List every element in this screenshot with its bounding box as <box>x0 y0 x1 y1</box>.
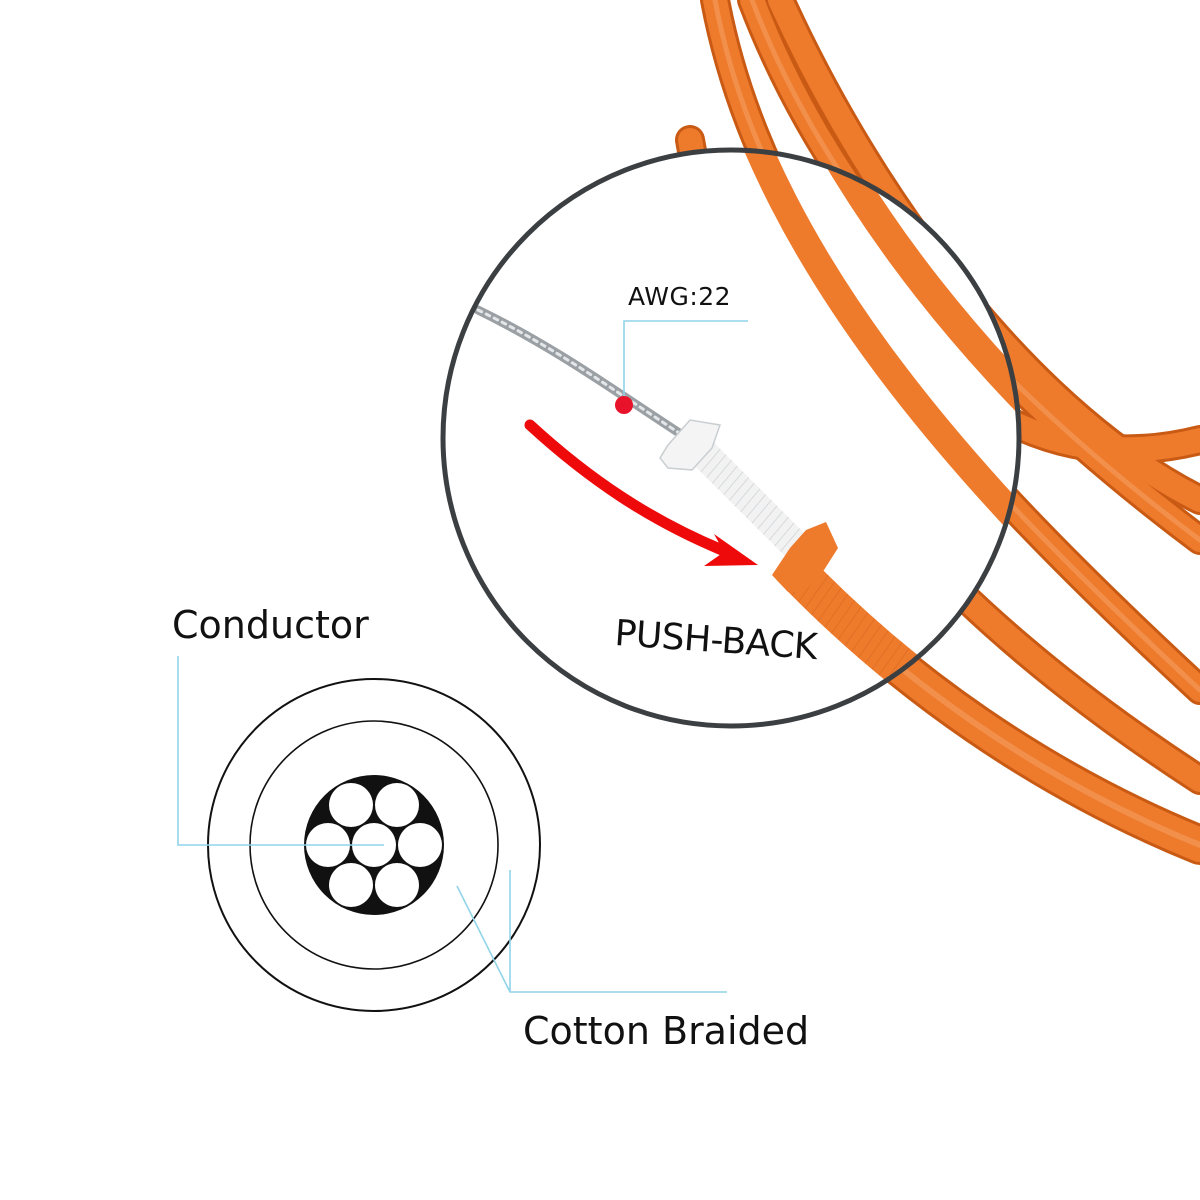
strand-top-right <box>375 783 419 827</box>
strand-bottom-left <box>329 863 373 907</box>
strand-top-left <box>329 783 373 827</box>
conductor-leader-line <box>177 656 384 846</box>
conductor-label: Conductor <box>172 603 369 647</box>
strand-right <box>398 823 442 867</box>
awg-leader-line <box>623 320 748 405</box>
cotton-braided-label: Cotton Braided <box>523 1009 810 1053</box>
strand-bottom-right <box>375 863 419 907</box>
red-dot-marker-icon <box>615 396 633 414</box>
awg-label: AWG:22 <box>628 282 732 311</box>
magnifier-ring <box>440 147 1022 729</box>
